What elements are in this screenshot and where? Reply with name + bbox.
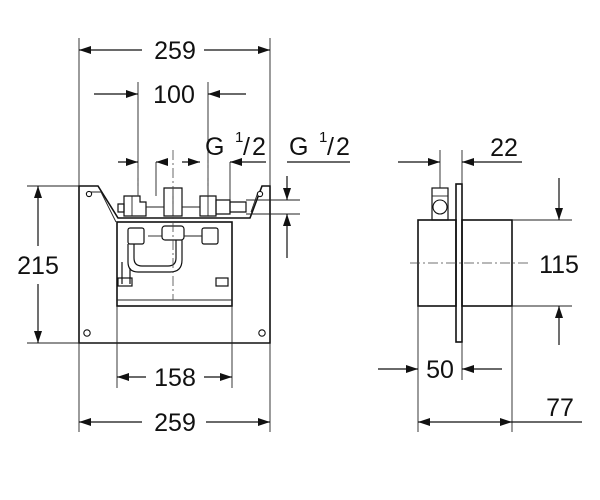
thread-left-den: 2 xyxy=(252,133,266,161)
dim-259-top-label: 259 xyxy=(154,37,196,65)
dim-215: 215 xyxy=(17,186,59,343)
front-view xyxy=(27,38,300,432)
dim-259-bottom: 259 xyxy=(79,409,270,437)
dim-100-label: 100 xyxy=(153,81,195,109)
mount-hole-bl xyxy=(83,329,91,337)
side-pipe-section xyxy=(432,199,448,215)
dim-50-label: 50 xyxy=(426,356,454,384)
dim-22: 22 xyxy=(398,134,522,166)
thread-left-num: 1 xyxy=(235,129,243,146)
dim-158-label: 158 xyxy=(154,364,196,392)
thread-right-den: 2 xyxy=(336,133,350,161)
mount-hole-tr xyxy=(256,190,264,198)
mount-hole-tl xyxy=(85,190,93,198)
dim-215-label: 215 xyxy=(17,252,59,280)
side-view xyxy=(410,150,572,432)
dim-158: 158 xyxy=(117,364,232,392)
thread-left-slash: / xyxy=(243,133,250,161)
dim-115: 115 xyxy=(539,178,579,345)
side-body-front xyxy=(461,219,513,307)
valve-body xyxy=(116,221,233,307)
thread-right-num: 1 xyxy=(319,129,327,146)
thread-right-slash: / xyxy=(327,133,334,161)
dim-77-label: 77 xyxy=(546,394,574,422)
thread-right-g: G xyxy=(289,133,308,161)
dim-22-label: 22 xyxy=(490,134,518,162)
dim-50: 50 xyxy=(378,356,502,384)
dim-thread-left: G 1 / 2 xyxy=(118,129,266,200)
dim-77: 77 xyxy=(418,394,582,426)
dim-thread-right: G 1 / 2 xyxy=(283,129,350,258)
top-fittings xyxy=(117,187,247,217)
mount-hole-br xyxy=(258,329,266,337)
dim-115-label: 115 xyxy=(539,251,579,279)
dim-100: 100 xyxy=(94,81,246,109)
mounting-plate xyxy=(78,185,271,344)
dim-259-top: 259 xyxy=(79,37,270,65)
plate-edge xyxy=(90,191,259,223)
thread-left-g: G xyxy=(205,133,224,161)
dim-259-bottom-label: 259 xyxy=(154,409,196,437)
